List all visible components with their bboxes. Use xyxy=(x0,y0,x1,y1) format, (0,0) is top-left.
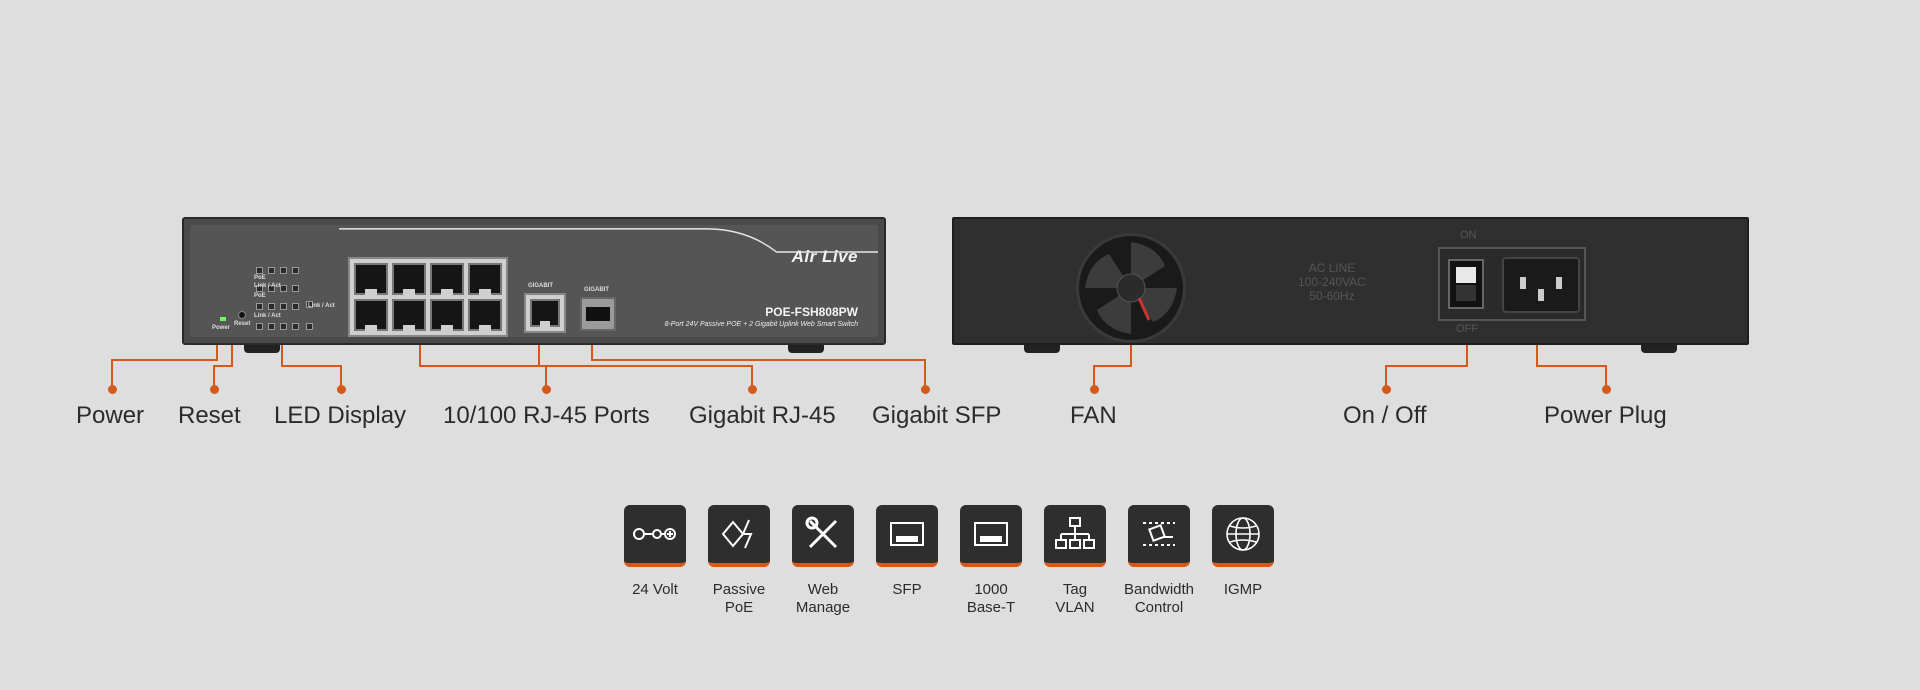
feature-sfp: SFP xyxy=(876,505,938,599)
rj45-port[interactable] xyxy=(430,263,464,295)
power-led-label: Power xyxy=(212,325,231,331)
feature-label: SFP xyxy=(892,581,922,598)
feature-1000-base-t: 1000 Base-T xyxy=(960,505,1022,617)
feature-label: 24 Volt xyxy=(632,581,678,598)
rj45-port[interactable] xyxy=(354,299,388,331)
callout-rj45-ports: 10/100 RJ-45 Ports xyxy=(443,402,650,429)
callout-gigabit-rj45: Gigabit RJ-45 xyxy=(689,402,836,429)
ac-rating-print: AC LINE 100-240VAC 50-60Hz xyxy=(1298,261,1366,303)
reset-button-label: Reset xyxy=(234,321,251,327)
callout-power-plug: Power Plug xyxy=(1544,402,1667,429)
passive-poe-icon xyxy=(708,505,770,567)
front-foot xyxy=(788,345,824,353)
model-description: 8-Port 24V Passive POE + 2 Gigabit Uplin… xyxy=(664,321,858,328)
poe-label-a: PoE xyxy=(254,275,266,281)
linkact-label-a: Link / Act xyxy=(254,283,281,289)
feature-label: 1000 Base-T xyxy=(966,581,1016,616)
callout-power: Power xyxy=(76,402,145,429)
callout-reset: Reset xyxy=(178,402,241,429)
feature-igmp: IGMP xyxy=(1212,505,1274,599)
reset-button[interactable] xyxy=(238,311,246,319)
rj45-port[interactable] xyxy=(430,299,464,331)
power-module xyxy=(1438,247,1586,321)
callout-gigabit-sfp: Gigabit SFP xyxy=(872,402,1002,429)
callout-dot xyxy=(1382,385,1391,394)
feature-label: Web Manage xyxy=(795,581,851,616)
feature-label: Passive PoE xyxy=(712,581,766,616)
ac-print-line: 100-240VAC xyxy=(1298,275,1366,289)
linkact-label-c: Link / Act xyxy=(308,303,335,309)
rear-foot xyxy=(1641,345,1677,353)
on-mark: ON xyxy=(1460,229,1477,241)
callout-dot xyxy=(337,385,346,394)
callout-fan: FAN xyxy=(1070,402,1117,429)
linkact-label-b: Link / Act xyxy=(254,313,281,319)
ethernet-port-icon xyxy=(960,505,1022,567)
rear-foot xyxy=(1024,345,1060,353)
gigabit-sfp-label: GIGABIT xyxy=(584,287,609,293)
front-foot xyxy=(244,345,280,353)
model-name: POE-FSH808PW xyxy=(765,305,858,319)
poe-label-b: PoE xyxy=(254,293,266,299)
callout-dot xyxy=(748,385,757,394)
led-display xyxy=(254,265,314,335)
callout-dot xyxy=(210,385,219,394)
gigabit-rj45-port[interactable] xyxy=(524,293,566,333)
dc-power-icon xyxy=(624,505,686,567)
rj45-port[interactable] xyxy=(468,263,502,295)
rj45-port[interactable] xyxy=(354,263,388,295)
callout-dot xyxy=(921,385,930,394)
power-plug-socket[interactable] xyxy=(1502,257,1580,313)
callout-dot xyxy=(1602,385,1611,394)
ac-print-line: 50-60Hz xyxy=(1309,289,1355,303)
callout-dot xyxy=(542,385,551,394)
callout-on-off: On / Off xyxy=(1343,402,1427,429)
feature-web-manage: Web Manage xyxy=(792,505,854,617)
faceplate-swoop xyxy=(339,228,878,253)
rj45-port[interactable] xyxy=(392,299,426,331)
feature-passive-poe: Passive PoE xyxy=(708,505,770,617)
feature-label: IGMP xyxy=(1223,581,1263,598)
ac-print-line: AC LINE xyxy=(1308,261,1356,275)
callout-dot xyxy=(108,385,117,394)
bandwidth-icon xyxy=(1128,505,1190,567)
feature-bandwidth-control: Bandwidth Control xyxy=(1124,505,1194,617)
rj45-port[interactable] xyxy=(392,263,426,295)
wrench-screwdriver-icon xyxy=(792,505,854,567)
gigabit-sfp-slot[interactable] xyxy=(580,297,616,331)
rj45-port[interactable] xyxy=(468,299,502,331)
brand-logo: Air Live xyxy=(791,247,858,266)
fan-blades xyxy=(1085,242,1177,334)
feature-tag-vlan: Tag VLAN xyxy=(1044,505,1106,617)
on-off-switch[interactable] xyxy=(1448,259,1484,309)
switch-front-panel: PoE Link / Act PoE Link / Act Link / Act… xyxy=(182,217,886,353)
network-tree-icon xyxy=(1044,505,1106,567)
front-faceplate: PoE Link / Act PoE Link / Act Link / Act… xyxy=(190,225,878,337)
sfp-module-icon xyxy=(876,505,938,567)
globe-icon xyxy=(1212,505,1274,567)
switch-rear-panel: AC LINE 100-240VAC 50-60Hz ON OFF xyxy=(952,217,1749,353)
callout-led-display: LED Display xyxy=(274,402,407,429)
gigabit-rj45-label: GIGABIT xyxy=(528,283,553,289)
fan-icon xyxy=(1076,233,1186,343)
feature-label: Bandwidth Control xyxy=(1123,581,1195,616)
power-led xyxy=(220,317,226,321)
callout-dot xyxy=(1090,385,1099,394)
off-mark: OFF xyxy=(1456,323,1478,335)
rj45-port-block xyxy=(348,257,508,337)
feature-label: Tag VLAN xyxy=(1055,581,1095,616)
feature-24-volt: 24 Volt xyxy=(624,505,686,599)
